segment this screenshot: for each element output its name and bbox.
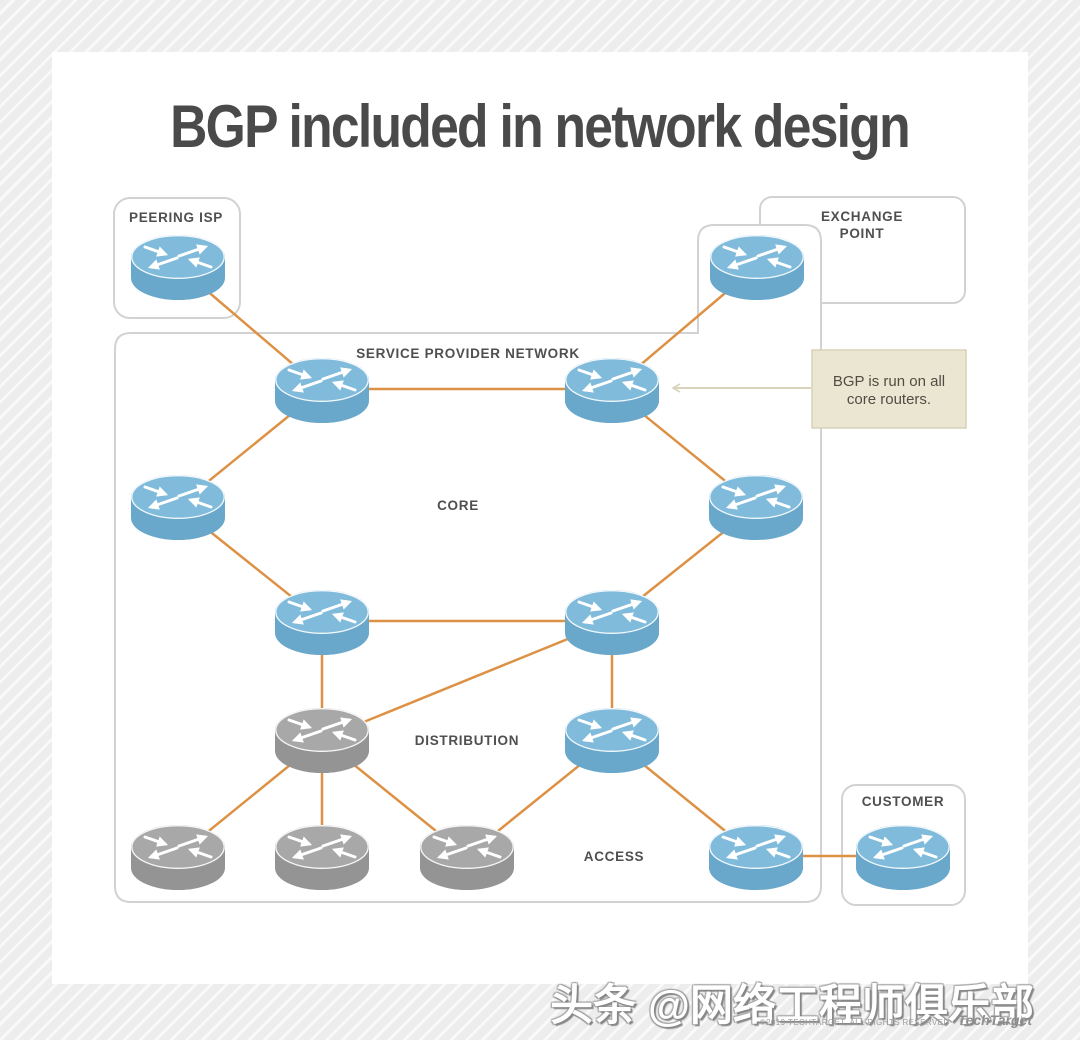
router-icon-access-east	[709, 825, 803, 890]
page-title: BGP included in network design	[170, 93, 911, 160]
label-customer: CUSTOMER	[862, 794, 945, 809]
label-service-provider-network: SERVICE PROVIDER NETWORK	[356, 346, 580, 361]
callout: BGP is run on all core routers.	[674, 349, 967, 429]
router-icon-access-3	[420, 825, 514, 890]
router-icon-core-east	[709, 475, 803, 540]
techtarget-logo: TechTarget	[957, 1012, 1032, 1028]
callout-text-line2: core routers.	[847, 391, 931, 408]
callout-box	[811, 349, 967, 429]
router-icon-core-sw	[275, 590, 369, 655]
router-icon-customer	[856, 825, 950, 890]
router-icon-access-1	[131, 825, 225, 890]
watermark-text: 头条 @网络工程师俱乐部	[550, 982, 1034, 1030]
router-icon-distribution-east	[565, 708, 659, 773]
label-exchange-point-line1: EXCHANGE	[821, 209, 903, 224]
router-icon-access-2	[275, 825, 369, 890]
router-icon-peering-isp	[131, 235, 225, 300]
router-icon-core-west	[131, 475, 225, 540]
callout-text-line1: BGP is run on all	[833, 373, 945, 390]
label-peering-isp: PEERING ISP	[129, 210, 223, 225]
label-core: CORE	[437, 498, 479, 513]
router-icon-exchange-point	[710, 235, 804, 300]
title-row: BGP included in network design	[0, 92, 1080, 161]
label-distribution: DISTRIBUTION	[415, 733, 519, 748]
link-core-se-distribution-west	[321, 619, 613, 741]
credits-row: ©2019 TECHTARGET, ALL RIGHTS RESERVED Te…	[760, 1012, 1032, 1028]
label-exchange-point-line2: POINT	[840, 226, 885, 241]
label-access: ACCESS	[584, 849, 644, 864]
copyright-text: ©2019 TECHTARGET, ALL RIGHTS RESERVED	[759, 1018, 950, 1027]
router-icon-sp-core-ne	[565, 358, 659, 423]
router-icon-sp-core-nw	[275, 358, 369, 423]
service-provider-box	[114, 224, 822, 903]
router-icon-distribution-west	[275, 708, 369, 773]
router-icon-core-se	[565, 590, 659, 655]
